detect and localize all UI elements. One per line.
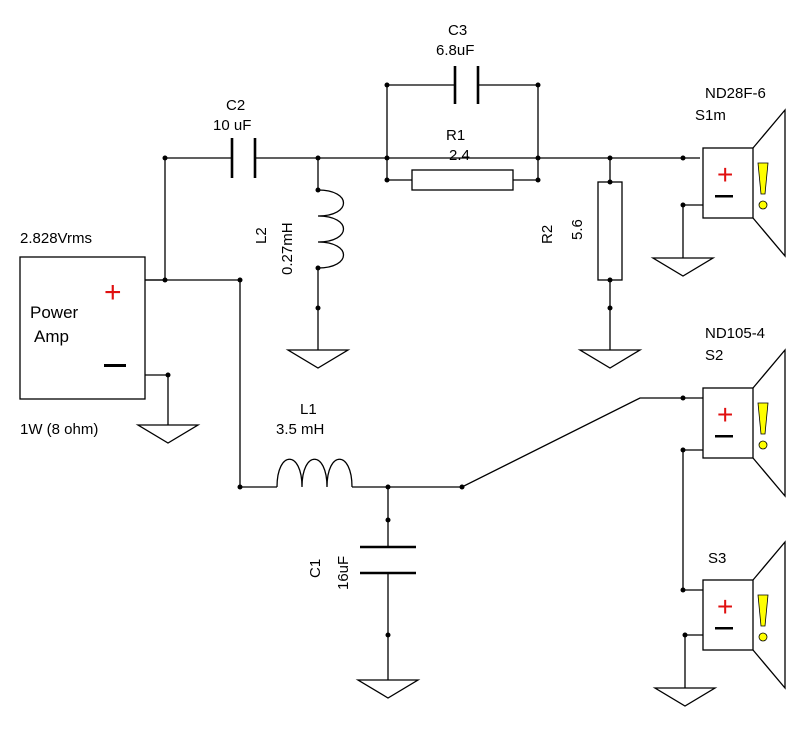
l2-ref: L2 xyxy=(253,227,270,244)
speaker-s2: + ND105-4 S2 xyxy=(702,325,786,498)
amp-plus-sign: + xyxy=(104,276,122,309)
s2-plus-sign: + xyxy=(717,399,733,430)
ground-r2 xyxy=(579,349,641,369)
ground-s3 xyxy=(654,687,716,707)
power-amp-box xyxy=(19,256,146,400)
s3-minus-sign xyxy=(715,627,733,630)
c1-value: 16uF xyxy=(335,556,352,590)
power-amp: 2.828Vrms Power Amp + 1W (8 ohm) xyxy=(19,230,146,438)
l2-value: 0.27mH xyxy=(279,222,296,275)
ground-amp xyxy=(137,424,199,444)
s3-plus-sign: + xyxy=(717,591,733,622)
s1-model: ND28F-6 xyxy=(705,85,766,102)
s3-exclamation-icon xyxy=(757,594,769,627)
resistor-r2: R2 5.6 xyxy=(539,181,623,281)
r2-ref: R2 xyxy=(539,225,556,244)
wires xyxy=(145,84,703,688)
amp-title-line1: Power xyxy=(30,303,79,322)
speaker-s1: + ND28F-6 S1m xyxy=(695,85,786,258)
amp-minus-sign xyxy=(104,364,126,367)
s2-ref: S2 xyxy=(705,347,723,364)
amp-voltage-label: 2.828Vrms xyxy=(20,230,92,247)
amp-note-label: 1W (8 ohm) xyxy=(20,421,98,438)
r1-value: 2.4 xyxy=(449,147,470,164)
capacitor-c1: C1 16uF xyxy=(307,545,416,590)
r2-value: 5.6 xyxy=(569,219,586,240)
c1-ref: C1 xyxy=(307,559,324,578)
s2-exclamation-icon xyxy=(757,402,769,435)
speaker-s3: + S3 xyxy=(702,540,786,690)
s1-plus-sign: + xyxy=(717,159,733,190)
s2-minus-sign xyxy=(715,435,733,438)
capacitor-c3: C3 6.8uF xyxy=(436,22,480,104)
resistor-r1: R1 2.4 xyxy=(411,127,514,191)
c3-ref: C3 xyxy=(448,22,467,39)
c2-ref: C2 xyxy=(226,97,245,114)
capacitor-c2: C2 10 uF xyxy=(213,97,257,178)
l1-ref: L1 xyxy=(300,401,317,418)
ground-c1 xyxy=(357,679,419,699)
amp-title-line2: Amp xyxy=(34,327,69,346)
junction-dots xyxy=(162,82,688,638)
s1-ref: S1m xyxy=(695,107,726,124)
inductor-l1: L1 3.5 mH xyxy=(276,401,353,488)
l1-value: 3.5 mH xyxy=(276,421,324,438)
s1-exclamation-icon xyxy=(757,162,769,195)
s1-minus-sign xyxy=(715,195,733,198)
c2-value: 10 uF xyxy=(213,117,251,134)
c3-value: 6.8uF xyxy=(436,42,474,59)
inductor-l2: L2 0.27mH xyxy=(253,189,345,275)
s3-ref: S3 xyxy=(708,550,726,567)
ground-symbols xyxy=(137,257,716,707)
s2-model: ND105-4 xyxy=(705,325,765,342)
r1-ref: R1 xyxy=(446,127,465,144)
ground-l2 xyxy=(287,349,349,369)
ground-s1 xyxy=(652,257,714,277)
